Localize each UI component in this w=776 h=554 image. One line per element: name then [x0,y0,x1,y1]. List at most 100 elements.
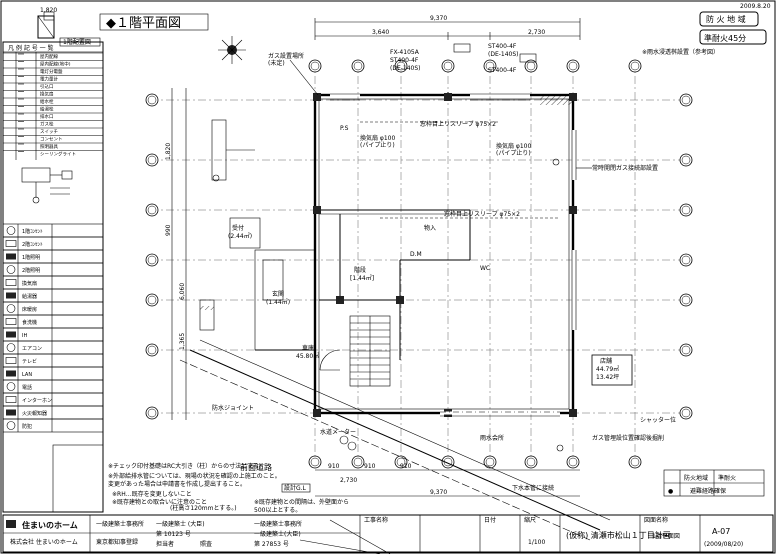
project-label: 工事名称 [364,516,388,524]
small-legend-1b: 準耐火 [718,474,736,482]
drawing-label: 図面名称 [644,516,668,524]
company-logo [6,520,16,528]
legend-symbol [5,396,17,403]
note-5: ※既存建物との取合いに注意のこと [112,498,207,506]
room-wc: WC [480,265,490,272]
room-entrance-area: (1.44㎡) [266,298,290,306]
dim-bottom-1: 910 [328,463,340,470]
annot-box-f: ST400-4F [488,67,517,74]
note-8: 500以上とする。 [254,506,301,514]
annot-gas-meter: ガス設置場所 [268,52,304,60]
dim-left-3: 6,060 [179,283,186,300]
room-labels: 玄関 (1.44㎡) 受付 (2.44㎡) 階段 [1.44㎡] 物入 D.M … [228,125,633,386]
fire-rating-label: 準耐火45分 [704,33,746,43]
note-2: ※外部給排水管については、現場の状況を確認の上施工のこと。 [108,472,281,480]
small-legend-2a: ● [668,488,673,495]
dim-left-2: 990 [165,224,172,236]
legend-item: 屋内配線 [40,53,58,60]
legend-symbol [6,343,16,352]
dim-left-1: 1,820 [165,143,172,160]
legend-item: コンセント [40,137,63,143]
dim-bottom-2: 910 [364,463,376,470]
legend-item: 電力量計 [40,76,58,83]
dim-top-2: 2,730 [528,29,545,36]
license2: 一級建築士事務所 [254,520,302,528]
room-stair-area: [1.44㎡] [350,274,374,282]
room-storage: 物入 [424,224,436,232]
room-shop-area2: 13.42坪 [596,373,619,381]
legend-item: スイッチ [40,129,58,135]
rain-note: ※雨水浸透桝設置（参考図） [642,48,719,56]
front-road: 前面道路 設計G.L [179,339,611,554]
key-plan: 1階配置図 1,820 [37,7,101,47]
legend-item: 屋内配線(地中) [40,61,71,68]
legend-item: 引込口 [40,83,54,90]
annot-water: 水道メーター [320,428,356,436]
scale: 1/100 [528,539,545,546]
legend-item: 給水栓 [40,98,54,105]
note-4: ※RH…既存を変更しないこと [112,490,192,498]
annot-shutter: シャッター位 [640,416,676,424]
dim-bottom-total: 9,370 [430,489,447,496]
office: 一級建築士事務所 [96,520,144,528]
legend-row: LAN [22,372,32,378]
dim-bottom-4: 2,730 [340,477,357,484]
sheet-sub: (2009/08/20) [704,541,743,548]
room-shop-area: 44.79㎡ [596,365,619,373]
legend-row: 火災報知器 [22,410,47,417]
room-reception-area: (2.44㎡) [228,232,252,240]
legend-symbol [5,240,17,247]
room-ps: P.S [340,125,349,132]
dim-top-total: 9,370 [430,15,447,22]
drafter: 担当者 [156,540,174,548]
drawing-title-box: ◆１階平面図 [99,13,209,31]
top-code: 2009.8.20 [740,3,771,10]
license: 一級建築士 (大臣) [156,520,205,528]
legend-row: インターホン [22,397,52,404]
dim-top-1: 3,640 [372,29,389,36]
legend-row: 換気扇 [22,280,37,287]
notes-block: ※チェック印付基礎はRC大引き（柱）からの寸法とする。 ※外部給排水管については… [108,462,349,514]
legend-row: 食洗機 [22,319,37,326]
annot-box-c: (DE-140S) [390,65,421,72]
key-plan-dim: 1,820 [40,7,57,14]
legend-row: 床暖房 [22,306,37,313]
legend-symbol [6,370,16,377]
annot-dot: 防水ジョイント [212,404,254,412]
legend-item: 換気扇 [40,91,54,98]
legend-header: 凡 例 記 号 一 覧 [8,44,54,52]
dim-left-4: 1,365 [179,333,186,350]
note-1: ※チェック印付基礎はRC大引き（柱）からの寸法とする。 [108,462,265,470]
building-outline [313,92,577,417]
office-sub: 東京都知事登録 [96,538,138,546]
legend-row: IH [22,333,27,339]
annot-pipe-2b: (パイプ止り) [496,149,531,157]
legend-symbol [6,292,16,299]
legend-row: 1階ｺﾝｾﾝﾄ [22,228,43,235]
fire-zone-label: 防 火 地 域 [706,14,746,24]
legend-row: エアコン [22,346,42,352]
project-name: (仮称) 清瀬市松山１丁目計画 [566,530,671,540]
date-label: 日付 [484,516,496,524]
license2c: 第 27853 号 [254,540,289,548]
annot-slope: 下水本管に接続 [512,484,554,492]
legend-panel: 凡 例 記 号 一 覧 屋内配線屋内配線(地中)電灯分電盤電力量計引込口換気扇給… [2,41,104,513]
legend-row: テレビ [22,358,37,365]
annot-pipe-1b: (パイプ止り) [360,141,395,149]
annot-ceiling2: 窓枠目上リスリーブ φ75×2 [444,210,520,218]
gl-note: 設計G.L [284,484,307,492]
legend-symbol [6,304,16,313]
room-shop: 店舗 [600,357,612,365]
note-3: 変更があった場合は申請書を作成し提出すること。 [108,480,246,488]
checker: 照査 [200,540,212,548]
annot-road-note: ガス管埋設位置確認後掘削 [592,434,664,442]
legend-row: 電話 [22,384,32,391]
sheet-no: A-07 [712,527,730,536]
legend-symbol [5,318,17,325]
annot-drain: 雨水会所 [480,434,504,442]
room-garage-area: 45.80㎡ [296,352,319,360]
road-label: 前面道路 [240,462,272,472]
annot-ceiling: 窓枠目上リスリーブ φ75×2 [420,120,496,128]
dimension-lines: 9,370 3,640 2,730 9,370 910 910 910 2,73… [165,15,581,497]
small-legend-1a: 防火地域 [684,474,708,482]
